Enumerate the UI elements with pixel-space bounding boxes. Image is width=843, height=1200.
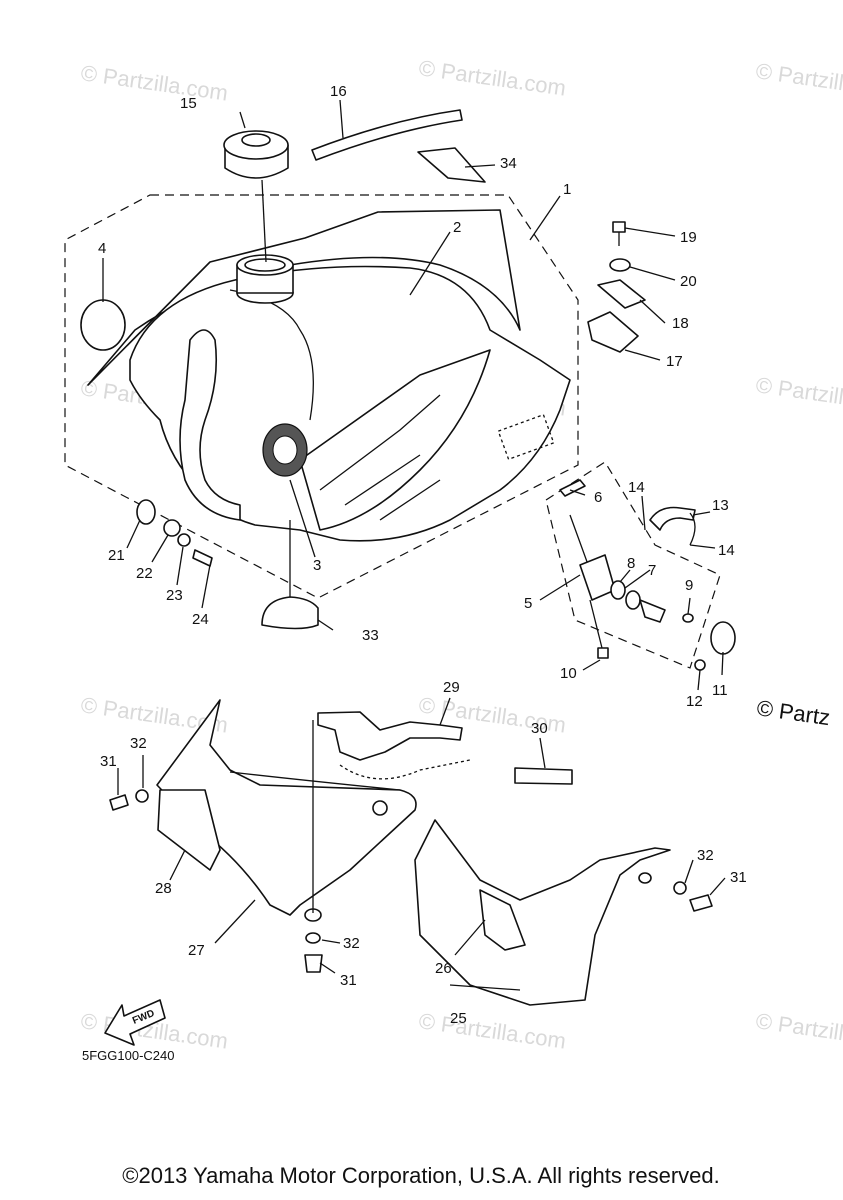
callout-31a: 31 <box>100 753 117 770</box>
callout-31c: 31 <box>730 869 747 886</box>
callout-24: 24 <box>192 611 209 628</box>
watermark: © Partzilla.com <box>754 58 843 103</box>
callout-14b: 14 <box>718 542 735 559</box>
callout-22: 22 <box>136 565 153 582</box>
callout-10: 10 <box>560 665 577 682</box>
callout-28: 28 <box>155 880 172 897</box>
rear-bracket-parts <box>587 221 646 353</box>
callout-33: 33 <box>362 627 379 644</box>
watermark: © Partzilla.com <box>754 1008 843 1053</box>
tube-30 <box>514 767 573 785</box>
callout-31b: 31 <box>340 972 357 989</box>
bracket-29 <box>317 711 463 761</box>
callouts: 1 2 3 4 5 6 7 8 9 10 11 12 13 14 14 15 1… <box>98 83 747 1027</box>
callout-7: 7 <box>648 562 656 579</box>
callout-29: 29 <box>443 679 460 696</box>
diagram-code: 5FGG100-C240 <box>82 1048 175 1063</box>
callout-21: 21 <box>108 547 125 564</box>
callout-32b: 32 <box>343 935 360 952</box>
callout-1: 1 <box>563 181 571 198</box>
left-side-cover <box>156 699 417 922</box>
callout-15: 15 <box>180 95 197 112</box>
fuel-cap <box>223 130 289 263</box>
mount-hardware <box>136 499 213 567</box>
callout-32c: 32 <box>697 847 714 864</box>
breather-hose <box>311 109 463 161</box>
cushion-33 <box>261 596 319 630</box>
watermark-edge: © Partz <box>755 695 831 730</box>
callout-19: 19 <box>680 229 697 246</box>
callout-27: 27 <box>188 942 205 959</box>
tank-assembly-outline <box>64 194 579 599</box>
callout-9: 9 <box>685 577 693 594</box>
callout-14a: 14 <box>628 479 645 496</box>
callout-3: 3 <box>313 557 321 574</box>
callout-20: 20 <box>680 273 697 290</box>
callout-2: 2 <box>453 219 461 236</box>
callout-5: 5 <box>524 595 532 612</box>
callout-34: 34 <box>500 155 517 172</box>
callout-25: 25 <box>450 1010 467 1027</box>
callout-6: 6 <box>594 489 602 506</box>
callout-23: 23 <box>166 587 183 604</box>
callout-30: 30 <box>531 720 548 737</box>
callout-12: 12 <box>686 693 703 710</box>
callout-8: 8 <box>627 555 635 572</box>
callout-18: 18 <box>672 315 689 332</box>
fuel-cock <box>559 479 736 671</box>
callout-11: 11 <box>712 682 728 699</box>
callout-13: 13 <box>712 497 729 514</box>
decal-34 <box>417 147 486 183</box>
callout-16: 16 <box>330 83 347 100</box>
leader-lines <box>102 99 726 991</box>
watermark: © Partzilla.com <box>754 372 843 417</box>
copyright-footer: ©2013 Yamaha Motor Corporation, U.S.A. A… <box>122 1163 719 1188</box>
screws <box>109 789 713 973</box>
callout-26: 26 <box>435 960 452 977</box>
fwd-arrow: FWD <box>104 999 166 1046</box>
callout-4: 4 <box>98 240 106 257</box>
right-side-cover <box>414 819 671 1006</box>
emblem-4 <box>80 299 126 351</box>
watermark: © Partzilla.com <box>79 60 229 105</box>
watermark: © Partzilla.com <box>417 55 567 100</box>
callout-17: 17 <box>666 353 683 370</box>
watermark: © Partzilla.com <box>417 1008 567 1053</box>
callout-32a: 32 <box>130 735 147 752</box>
fuel-tank <box>87 209 571 542</box>
